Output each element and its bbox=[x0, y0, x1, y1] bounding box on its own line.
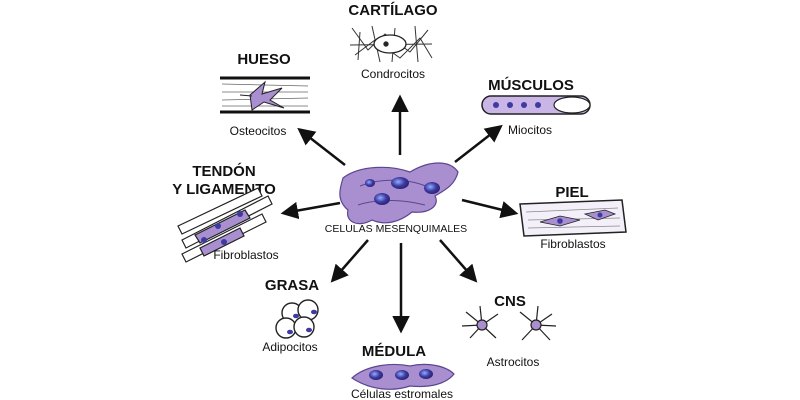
musculos-cell-label: Miocitos bbox=[508, 123, 552, 137]
arrow-to-hueso bbox=[297, 127, 346, 166]
center-label: CELULAS MESENQUIMALES bbox=[325, 223, 467, 235]
cartilago-cell-label: Condrocitos bbox=[361, 67, 425, 81]
nucleus-icon bbox=[424, 182, 440, 194]
musculos-title: MÚSCULOS bbox=[488, 76, 574, 94]
grasa-title: GRASA bbox=[265, 277, 319, 294]
cartilago-title: CARTÍLAGO bbox=[348, 2, 437, 19]
fibroblasto-tendon-illustration bbox=[177, 187, 273, 263]
arrow-to-grasa bbox=[330, 239, 369, 283]
arrow-to-musculos bbox=[454, 124, 503, 163]
medula-title: MÉDULA bbox=[362, 343, 426, 360]
fibroblasto-piel-illustration bbox=[519, 199, 627, 237]
cns-title: CNS bbox=[494, 293, 526, 310]
hueso-cell-label: Osteocitos bbox=[230, 124, 287, 138]
nucleus-icon bbox=[374, 193, 390, 205]
condrocito-illustration bbox=[349, 25, 433, 63]
mesenchymal-cells-illustration bbox=[339, 162, 459, 225]
miocito-illustration bbox=[481, 95, 591, 115]
adipocito-illustration bbox=[275, 299, 319, 339]
medula-cell-label: Células estromales bbox=[351, 387, 453, 400]
hueso-title: HUESO bbox=[237, 51, 291, 68]
piel-title: PIEL bbox=[555, 184, 588, 201]
arrow-to-cns bbox=[439, 239, 478, 283]
arrow-to-piel bbox=[461, 198, 519, 219]
arrow-to-tendon bbox=[280, 201, 341, 220]
tendon-cell-label: Fibroblastos bbox=[213, 248, 278, 262]
tendon-title-line1: TENDÓN bbox=[192, 162, 255, 180]
piel-cell-label: Fibroblastos bbox=[540, 237, 605, 251]
cns-cell-label: Astrocitos bbox=[487, 355, 540, 369]
celulas-estromales-illustration bbox=[351, 363, 455, 390]
nucleus-icon bbox=[391, 177, 409, 189]
grasa-cell-label: Adipocitos bbox=[262, 340, 317, 354]
arrows bbox=[280, 94, 519, 334]
osteocito-illustration bbox=[220, 76, 310, 114]
astrocito-illustration bbox=[461, 305, 557, 341]
nucleus-icon bbox=[365, 179, 375, 187]
